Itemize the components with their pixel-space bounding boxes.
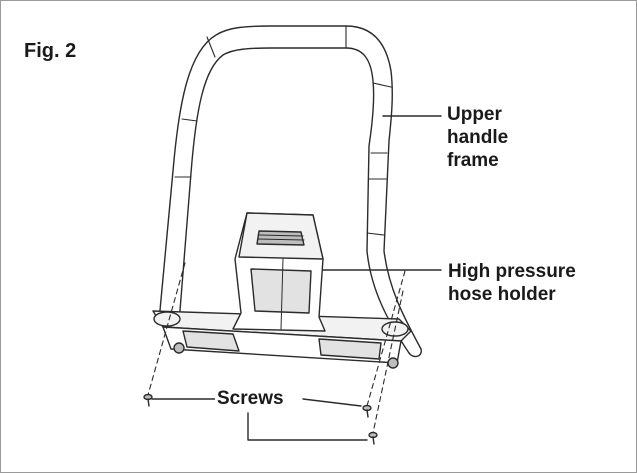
hose-holder-center-line bbox=[280, 258, 284, 330]
label-line: Upper bbox=[447, 104, 502, 125]
label-line: frame bbox=[447, 150, 499, 171]
screw-left bbox=[143, 393, 153, 407]
base-bracket-recess-left bbox=[182, 330, 240, 352]
hose-holder-window bbox=[250, 268, 312, 314]
screw-right-upper bbox=[362, 404, 372, 418]
figure-title: Fig. 2 bbox=[24, 40, 77, 62]
bracket-socket-left bbox=[153, 311, 181, 327]
screw-right-lower bbox=[368, 431, 378, 445]
label-screws: Screws bbox=[215, 387, 286, 410]
hose-holder-slot-ribs bbox=[257, 234, 305, 241]
label-line: handle bbox=[447, 127, 509, 148]
bracket-foot-right bbox=[387, 357, 399, 369]
label-line: High pressure bbox=[448, 261, 576, 282]
hose-holder-slot bbox=[256, 230, 305, 246]
leader-screws-right bbox=[302, 398, 362, 407]
leader-screws-lower-bracket bbox=[247, 412, 368, 441]
bracket-foot-left bbox=[173, 342, 185, 354]
grip-sleeve-lines bbox=[174, 25, 392, 236]
handle-frame-outline-outer bbox=[158, 25, 422, 350]
handle-frame-end-cap bbox=[408, 348, 422, 358]
screw-alignment-dashes bbox=[147, 262, 406, 434]
label-hose-holder: High pressure hose holder bbox=[448, 260, 576, 306]
label-line: hose holder bbox=[448, 284, 556, 305]
label-upper-handle-frame: Upper handle frame bbox=[447, 103, 508, 172]
base-bracket-recess-right bbox=[318, 338, 382, 360]
